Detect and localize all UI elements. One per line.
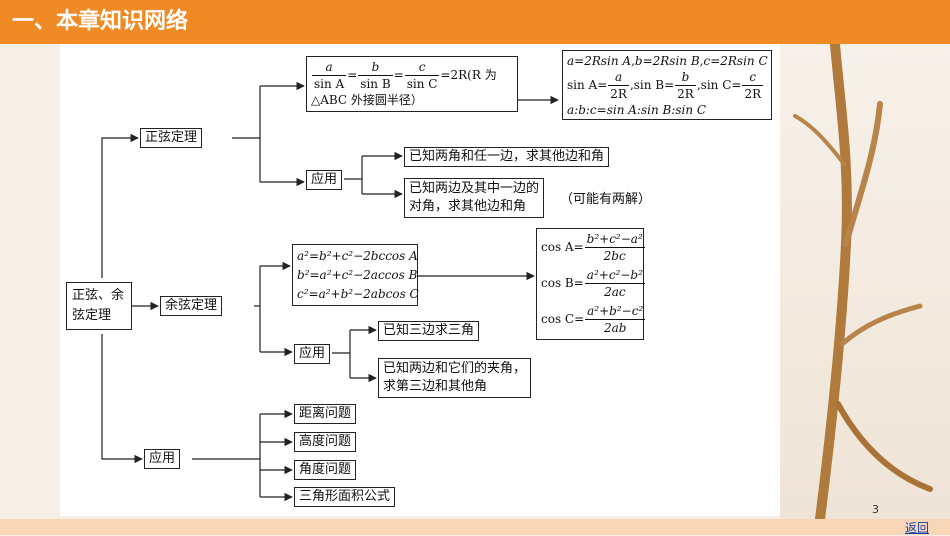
cosine-theorem-node: 余弦定理 <box>160 296 223 316</box>
root-node: 正弦、余 弦定理 <box>66 282 132 330</box>
cosine-formula-c: c²=a²+b²−2abcos C <box>297 287 419 301</box>
sine-formula-tail: =2R(R 为 <box>440 68 497 82</box>
application-item-area-formula: 三角形面积公式 <box>294 487 396 507</box>
cosine-formula-a: a²=b²+c²−2bccos A <box>297 249 418 263</box>
back-link[interactable]: 返回 <box>905 521 930 535</box>
root-label-line1: 正弦、余 <box>72 288 125 303</box>
sine-two-solutions-note: （可能有两解） <box>560 192 652 207</box>
application-item-angle: 角度问题 <box>294 460 357 480</box>
cosine-apply-item-2: 已知两边和它们的夹角， 求第三边和其他角 <box>378 358 532 398</box>
sine-formula-line2: △ABC 外接圆半径） <box>311 93 423 107</box>
page-number: 3 <box>872 503 879 516</box>
sine-apply-item-1: 已知两角和任一边，求其他边和角 <box>404 147 610 167</box>
sine-apply-node: 应用 <box>306 170 343 190</box>
cosine-formula-box: a²=b²+c²−2bccos A b²=a²+c²−2accos B c²=a… <box>292 244 419 306</box>
header-bar: 一、本章知识网络 <box>0 0 950 44</box>
application-item-height: 高度问题 <box>294 432 357 452</box>
root-label-line2: 弦定理 <box>72 308 112 323</box>
cosine-apply-node: 应用 <box>294 344 331 364</box>
bottom-strip <box>0 519 950 535</box>
sine-derived-line3: a:b:c=sin A:sin B:sin C <box>567 103 707 117</box>
sine-apply-item-2: 已知两边及其中一边的 对角，求其他边和角 <box>404 178 545 218</box>
sine-theorem-node: 正弦定理 <box>140 128 203 148</box>
connector-lines <box>101 81 559 502</box>
sine-derived-line1: a=2Rsin A,b=2Rsin B,c=2Rsin C <box>567 54 768 68</box>
page-title: 一、本章知识网络 <box>12 9 189 34</box>
cosine-formula-b: b²=a²+c²−2accos B <box>297 268 418 282</box>
cosine-apply-item-1: 已知三边求三角 <box>378 321 480 341</box>
application-item-distance: 距离问题 <box>294 404 357 424</box>
branch-decoration <box>793 44 933 519</box>
application-node: 应用 <box>144 449 181 469</box>
